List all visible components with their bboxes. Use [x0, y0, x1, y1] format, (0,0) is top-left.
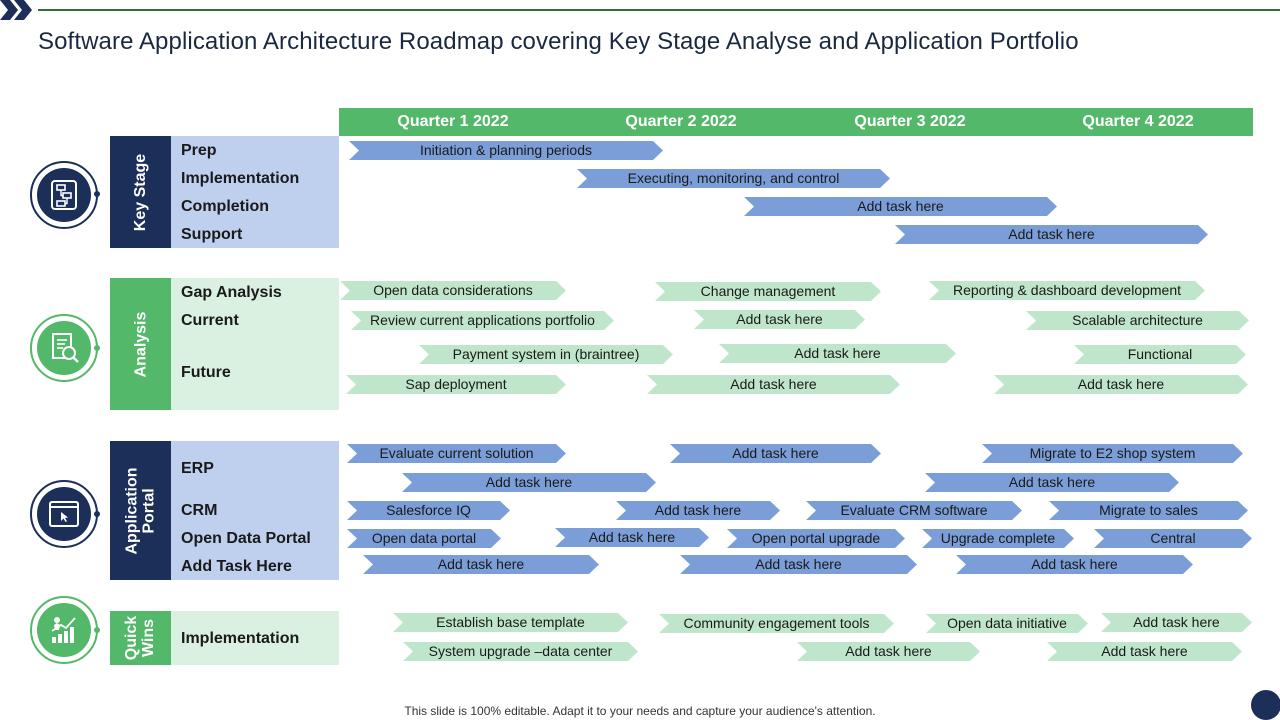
- row-label-future: Future: [181, 364, 231, 381]
- task-bar[interactable]: Open data initiative: [926, 614, 1088, 633]
- row-label-add-task-here: Add Task Here: [181, 558, 292, 575]
- connector-dot: [94, 191, 100, 197]
- analysis-label-panel: [171, 278, 339, 410]
- key-stage-label-panel: [171, 136, 339, 248]
- application-portal-band-line2: Portal: [140, 487, 158, 534]
- task-bar[interactable]: Add task here: [956, 555, 1193, 574]
- analysis-band-label: Analysis: [132, 311, 149, 377]
- row-label-current: Current: [181, 312, 239, 329]
- task-bar[interactable]: Add task here: [616, 501, 780, 520]
- task-bar[interactable]: Add task here: [797, 642, 980, 661]
- quick-wins-band-line1: Quick: [123, 615, 141, 661]
- quarter-4-label: Quarter 4 2022: [1082, 113, 1194, 130]
- task-bar[interactable]: Add task here: [670, 444, 881, 463]
- task-bar[interactable]: Open portal upgrade: [727, 529, 905, 548]
- quarter-2-label: Quarter 2 2022: [625, 113, 737, 130]
- task-bar[interactable]: Add task here: [694, 310, 865, 329]
- task-bar[interactable]: Executing, monitoring, and control: [577, 169, 890, 188]
- quick-wins-band-line2: Wins: [140, 618, 158, 658]
- quarter-header: [339, 108, 1253, 136]
- key-stage-band-label: Key Stage: [132, 153, 149, 231]
- connector-dot: [94, 345, 100, 351]
- row-label-support: Support: [181, 226, 243, 243]
- row-label-crm: CRM: [181, 502, 218, 519]
- task-bar[interactable]: Change management: [655, 282, 881, 301]
- key-stage-band: Key Stage: [110, 136, 171, 248]
- task-bar[interactable]: Add task here: [994, 375, 1248, 394]
- task-bar[interactable]: Add task here: [555, 528, 709, 547]
- task-bar[interactable]: Add task here: [680, 555, 917, 574]
- application-portal-band: Application Portal: [110, 441, 171, 580]
- task-bar[interactable]: Add task here: [363, 555, 599, 574]
- quarter-3-label: Quarter 3 2022: [854, 113, 966, 130]
- footnote: This slide is 100% editable. Adapt it to…: [404, 704, 876, 718]
- task-bar[interactable]: Open data considerations: [340, 281, 566, 300]
- workflow-icon: [37, 168, 91, 222]
- task-bar[interactable]: Add task here: [1047, 642, 1242, 661]
- task-bar[interactable]: Community engagement tools: [659, 614, 894, 633]
- task-bar[interactable]: Initiation & planning periods: [349, 141, 663, 160]
- growth-chart-icon: [37, 603, 91, 657]
- application-portal-band-line1: Application: [123, 466, 141, 555]
- task-bar[interactable]: Reporting & dashboard development: [929, 281, 1205, 300]
- task-bar[interactable]: Add task here: [1101, 613, 1252, 632]
- task-bar[interactable]: Migrate to E2 shop system: [982, 444, 1243, 463]
- header-chevrons-icon: [0, 0, 32, 20]
- task-bar[interactable]: Add task here: [719, 344, 956, 363]
- task-bar[interactable]: Functional: [1074, 345, 1246, 364]
- slide-title: Software Application Architecture Roadma…: [38, 28, 1079, 55]
- application-portal-band-text: Application Portal: [124, 467, 158, 554]
- row-label-erp: ERP: [181, 460, 214, 477]
- quick-wins-label-panel: [171, 611, 339, 665]
- task-bar[interactable]: Payment system in (braintree): [419, 345, 673, 364]
- analysis-band: Analysis: [110, 278, 171, 410]
- row-label-open-data-portal: Open Data Portal: [181, 530, 311, 547]
- task-bar[interactable]: Add task here: [925, 473, 1179, 492]
- task-bar[interactable]: Add task here: [895, 225, 1208, 244]
- connector-dot: [94, 511, 100, 517]
- connector-dot: [94, 627, 100, 633]
- row-label-prep: Prep: [181, 142, 217, 159]
- task-bar[interactable]: Add task here: [647, 375, 900, 394]
- quick-wins-band-text: Quick Wins: [124, 616, 158, 660]
- task-bar[interactable]: Salesforce IQ: [347, 501, 510, 520]
- browser-cursor-icon: [37, 487, 91, 541]
- document-search-icon: [37, 321, 91, 375]
- row-label-quick-wins-implementation: Implementation: [181, 630, 300, 647]
- task-bar[interactable]: Migrate to sales: [1049, 501, 1248, 520]
- task-bar[interactable]: Evaluate current solution: [347, 444, 566, 463]
- task-bar[interactable]: Add task here: [402, 473, 656, 492]
- quarter-1-label: Quarter 1 2022: [397, 113, 509, 130]
- task-bar[interactable]: Central: [1094, 529, 1252, 548]
- task-bar[interactable]: Sap deployment: [346, 375, 566, 394]
- task-bar[interactable]: Upgrade complete: [922, 529, 1074, 548]
- task-bar[interactable]: Scalable architecture: [1026, 311, 1249, 330]
- quick-wins-band: Quick Wins: [110, 611, 171, 665]
- corner-decoration: [1251, 690, 1280, 720]
- header-rule: [38, 9, 1280, 11]
- task-bar[interactable]: Establish base template: [393, 613, 628, 632]
- task-bar[interactable]: Evaluate CRM software: [806, 501, 1022, 520]
- task-bar[interactable]: Open data portal: [347, 529, 501, 548]
- application-portal-label-panel: [171, 441, 339, 580]
- row-label-implementation: Implementation: [181, 170, 300, 187]
- task-bar[interactable]: Add task here: [744, 197, 1057, 216]
- task-bar[interactable]: System upgrade –data center: [403, 642, 638, 661]
- row-label-completion: Completion: [181, 198, 269, 215]
- task-bar[interactable]: Review current applications portfolio: [351, 311, 614, 330]
- row-label-gap-analysis: Gap Analysis: [181, 284, 282, 301]
